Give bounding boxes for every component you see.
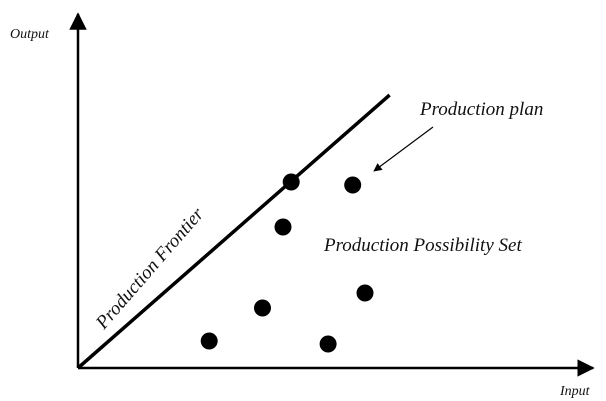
production-plan-arrow (373, 126, 434, 172)
production-point-2 (344, 176, 362, 194)
production-frontier-line (76, 93, 391, 370)
production-point-5 (254, 299, 271, 317)
production-plan-label: Production plan (419, 99, 543, 120)
production-point-7 (319, 335, 337, 353)
production-point-3 (274, 218, 292, 236)
production-point-6 (200, 332, 218, 350)
production-possibility-set-label: Production Possibility Set (323, 235, 522, 256)
production-point-4 (356, 284, 374, 302)
x-axis-label: Input (559, 384, 591, 399)
production-points (200, 173, 374, 353)
y-axis-label: Output (10, 27, 50, 42)
production-point-1 (282, 173, 300, 191)
